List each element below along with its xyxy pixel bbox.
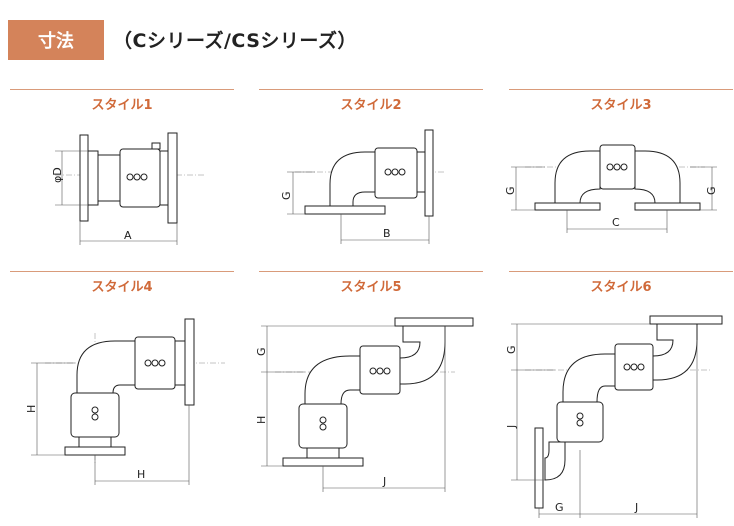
dim-H-vertical-label: H — [25, 405, 38, 413]
dim-A-label: A — [124, 229, 132, 242]
dim-G-vertical-label: G — [505, 345, 518, 354]
style1-diagram: φD A — [51, 132, 205, 245]
dim-phiD-label: φD — [51, 167, 64, 183]
dim-H-label: H — [255, 416, 268, 424]
dim-J-label: J — [382, 475, 386, 488]
style2-heading: スタイル2 — [259, 89, 483, 113]
style1-heading: スタイル1 — [10, 89, 234, 113]
style6-heading: スタイル6 — [509, 271, 733, 295]
dim-J-vertical-label: J — [505, 425, 518, 429]
style5-heading: スタイル5 — [259, 271, 483, 295]
style5-diagram: G H J — [255, 317, 474, 492]
style4-heading: スタイル4 — [10, 271, 234, 295]
section-tag: 寸法 — [8, 20, 104, 60]
style3-heading: スタイル3 — [509, 89, 733, 113]
style2-diagram: G B — [280, 129, 445, 244]
dim-G-label: G — [280, 191, 293, 200]
style3-diagram: G G C — [504, 144, 718, 233]
dim-G-left-label: G — [504, 186, 517, 195]
style6-diagram: G J G J — [505, 315, 723, 518]
page-title: （Cシリーズ/CSシリーズ） — [113, 30, 357, 52]
dim-H-horizontal-label: H — [137, 468, 145, 481]
dim-C-label: C — [612, 216, 620, 229]
dim-G-right-label: G — [705, 186, 718, 195]
dim-G-horizontal-label: G — [555, 501, 564, 514]
dim-B-label: B — [383, 227, 391, 240]
style4-diagram: H H — [25, 318, 225, 485]
dim-G-label: G — [255, 347, 268, 356]
dim-J-horizontal-label: J — [634, 501, 638, 514]
